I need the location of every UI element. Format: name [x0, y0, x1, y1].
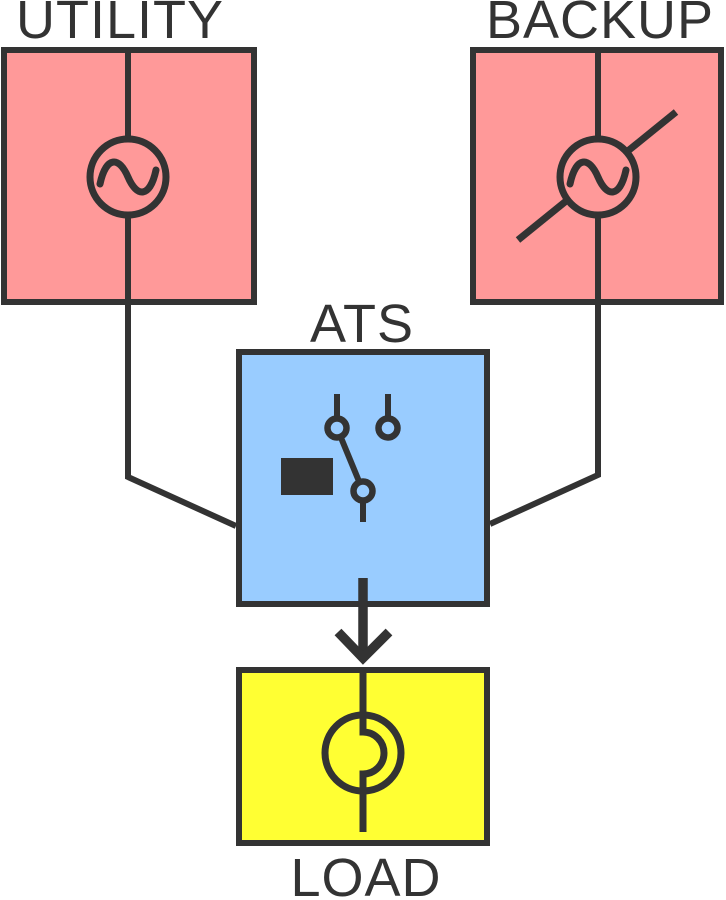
utility-label: UTILITY [16, 0, 224, 50]
arrow-head-icon [334, 628, 393, 665]
transfer-switch-icon [281, 394, 401, 522]
backup-label: BACKUP [486, 0, 714, 50]
switch-contact-right [375, 415, 401, 441]
ac-source-icon [86, 50, 170, 302]
connector-backup-to-ats [488, 302, 601, 527]
connector-utility-to-ats [125, 302, 238, 529]
load-label: LOAD [290, 848, 441, 900]
switch-contact-left [324, 415, 350, 441]
generator-source-icon [515, 50, 679, 302]
ats-box [236, 349, 490, 607]
switch-pivot-contact [350, 478, 376, 504]
utility-node: UTILITY [1, 0, 257, 305]
load-icon [321, 670, 405, 832]
flow-arrow [334, 578, 393, 665]
sine-wave-icon [96, 158, 160, 196]
backup-node: BACKUP [470, 0, 724, 305]
sine-wave-icon [566, 158, 630, 196]
ats-node: ATS [236, 294, 490, 607]
ats-label: ATS [310, 294, 414, 354]
load-half-circle-line [359, 711, 388, 796]
load-node: LOAD [236, 667, 490, 900]
relay-coil-block [281, 458, 333, 495]
